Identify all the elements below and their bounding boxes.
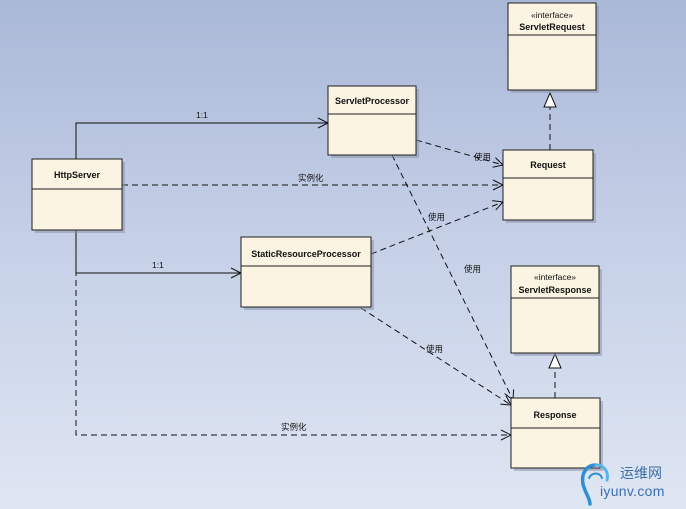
class-name-servlet-processor: ServletProcessor	[335, 96, 410, 106]
class-http-server[interactable]: HttpServer	[31, 158, 125, 233]
class-name-http-server: HttpServer	[54, 170, 101, 180]
watermark: 运维网 iyunv.com	[576, 460, 684, 506]
watermark-url: iyunv.com	[600, 483, 665, 499]
class-name-servlet-request: ServletRequest	[519, 22, 585, 32]
class-servlet-response[interactable]: «interface» ServletResponse	[510, 265, 602, 356]
class-stereotype-servlet-response: «interface»	[534, 272, 576, 282]
connector-label-static-processor-request: 使用	[428, 212, 445, 222]
class-servlet-processor[interactable]: ServletProcessor	[327, 85, 419, 158]
class-request[interactable]: Request	[502, 149, 596, 223]
class-response[interactable]: Response	[510, 397, 603, 471]
watermark-site-name: 运维网	[620, 466, 662, 482]
class-name-static-resource-processor: StaticResourceProcessor	[251, 249, 361, 259]
class-servlet-request[interactable]: «interface» ServletRequest	[507, 2, 599, 93]
connector-server-to-servlet-processor: 1:1	[75, 110, 330, 159]
watermark-logo-icon	[580, 463, 609, 506]
class-name-request: Request	[530, 160, 566, 170]
connector-server-to-request: 实例化	[122, 173, 505, 191]
connector-label-server-request: 实例化	[298, 173, 324, 183]
connector-server-to-static-processor: 1:1	[75, 230, 243, 279]
connector-servlet-processor-to-request: 使用	[415, 139, 505, 168]
connector-label-servlet-processor-request: 使用	[474, 152, 491, 162]
connector-request-realizes-servlet-request	[543, 91, 557, 150]
class-static-resource-processor[interactable]: StaticResourceProcessor	[240, 236, 374, 310]
connector-servlet-processor-to-response: 使用	[391, 154, 515, 401]
connector-label-server-response: 实例化	[281, 422, 307, 432]
class-stereotype-servlet-request: «interface»	[531, 10, 573, 20]
connector-label-static-processor-response: 使用	[426, 344, 443, 354]
connector-label-server-static-processor: 1:1	[152, 260, 164, 270]
connector-static-processor-to-response: 使用	[360, 307, 512, 406]
connector-label-server-servlet-processor: 1:1	[196, 110, 208, 120]
connector-label-servlet-processor-response: 使用	[464, 264, 481, 274]
connector-response-realizes-servlet-response	[548, 352, 562, 398]
class-name-servlet-response: ServletResponse	[518, 285, 591, 295]
class-name-response: Response	[533, 410, 576, 420]
